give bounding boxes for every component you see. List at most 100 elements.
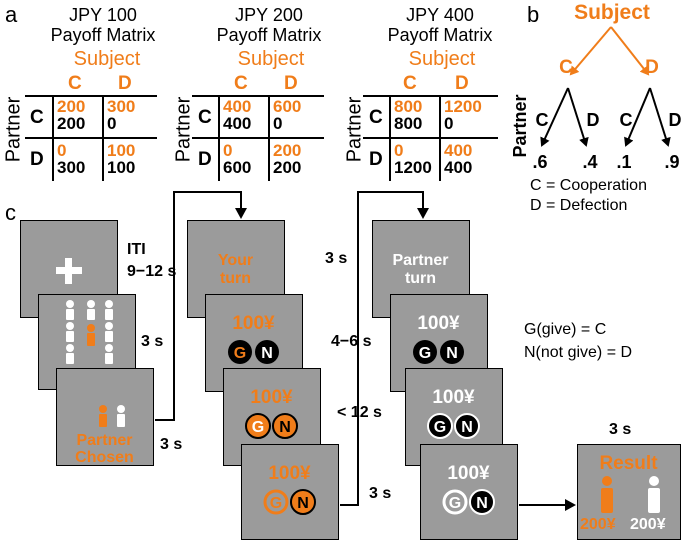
matrix-title-line1: JPY 200 <box>235 5 303 25</box>
payoff-matrix-400: JPY 400 Payoff Matrix Subject C D Partne… <box>343 0 523 190</box>
matrix-line-mid <box>192 137 324 139</box>
connector-to-partner-turn <box>340 191 429 506</box>
matrix-line-mid <box>363 137 498 139</box>
matrix-title-line2: Payoff Matrix <box>50 25 156 45</box>
duration-confirm: 3 s <box>369 485 392 502</box>
gn-buttons: G N <box>442 489 495 515</box>
g-icon: G <box>270 495 282 512</box>
duration-your-turn: 3 s <box>325 250 348 267</box>
result-partner-amount: 200¥ <box>630 516 666 533</box>
payoff-matrix-100: JPY 100 Payoff Matrix Subject C D Partne… <box>0 0 170 190</box>
offer-amount: 100¥ <box>432 387 475 408</box>
panel-label-a: a <box>5 2 18 27</box>
partner-turn-text: Partner turn <box>392 252 449 287</box>
screen-partner-confirm: 100¥ G N <box>420 444 518 540</box>
offer-amount: 100¥ <box>250 387 293 408</box>
panel-label-b: b <box>527 2 540 27</box>
result-figures <box>601 476 660 513</box>
decision-tree: Subject C D Partner C D C D .6 .4 .1 .9 <box>510 1 682 172</box>
gn-buttons: G N <box>228 340 279 364</box>
tree-leaf-d: D <box>669 110 682 130</box>
matrix-row-c: C <box>30 107 44 128</box>
matrix-row-c: C <box>369 107 383 128</box>
gn-buttons: G N <box>427 413 480 439</box>
legend-defection: D = Defection <box>530 197 628 214</box>
g-icon: G <box>252 419 264 436</box>
screen-partner-chosen: Partner Chosen <box>56 368 154 466</box>
offer-amount: 100¥ <box>268 463 311 484</box>
tree-leaf-d: D <box>587 110 600 130</box>
give-definition: G(give) = C <box>524 321 607 338</box>
n-icon: N <box>461 419 473 436</box>
duration-partner-chosen: 3 s <box>160 436 183 453</box>
matrix-title-line2: Payoff Matrix <box>387 25 493 45</box>
iti-duration: 9−12 s <box>127 263 177 280</box>
offer-amount: 100¥ <box>447 463 490 484</box>
tree-node-c: C <box>559 57 573 78</box>
matrix-col-c: C <box>403 73 417 94</box>
n-icon: N <box>297 495 309 512</box>
tree-branch-d <box>610 26 650 76</box>
chosen-pair-icons <box>99 405 125 427</box>
n-icon: N <box>261 345 273 362</box>
matrix-col-d: D <box>118 73 132 94</box>
n-icon: N <box>446 345 458 362</box>
matrix-subject-label: Subject <box>408 48 476 70</box>
tree-prob-2: .4 <box>582 152 597 172</box>
tree-edge-dc <box>624 87 651 147</box>
tree-edge-cc <box>540 87 569 147</box>
offer-amount: 100¥ <box>417 313 460 334</box>
matrix-col-d: D <box>284 73 298 94</box>
matrix-row-d: D <box>198 149 212 170</box>
tree-prob-3: .1 <box>616 152 631 172</box>
tree-node-d: D <box>645 57 659 78</box>
matrix-line-mid <box>25 137 157 139</box>
payoff-matrix-200: JPY 200 Payoff Matrix Subject C D Partne… <box>172 0 342 190</box>
matrix-row-d: D <box>369 149 383 170</box>
duration-result: 3 s <box>609 421 632 438</box>
gn-buttons: G N <box>413 340 464 364</box>
g-icon: G <box>434 419 446 436</box>
screen-result: Result 200¥ 200¥ <box>577 444 681 540</box>
your-turn-text: Your turn <box>217 252 254 287</box>
notgive-definition: N(not give) = D <box>524 344 633 361</box>
tree-edge-dd <box>649 87 671 147</box>
matrix-line-left <box>389 95 391 181</box>
matrix-subject-label: Subject <box>73 48 141 70</box>
offer-amount: 100¥ <box>232 313 275 334</box>
gn-buttons: G N <box>245 413 298 439</box>
screen-subject-confirm: 100¥ G N <box>241 444 339 540</box>
partner-pool-icons <box>66 300 113 364</box>
connector-to-your-turn <box>155 191 247 421</box>
matrix-col-c: C <box>68 73 82 94</box>
tree-leaf-c: C <box>620 110 633 130</box>
gn-buttons: G N <box>263 489 316 515</box>
duration-partner-pool: 3 s <box>141 333 164 350</box>
matrix-line-center <box>439 95 441 181</box>
tree-prob-4: .9 <box>664 152 679 172</box>
partner-chosen-text: Partner Chosen <box>75 432 134 466</box>
n-icon: N <box>279 419 291 436</box>
tree-subject-label: Subject <box>574 1 650 24</box>
matrix-title-line1: JPY 100 <box>69 5 137 25</box>
matrix-title-line1: JPY 400 <box>406 5 474 25</box>
tree-leaf-c: C <box>536 110 549 130</box>
result-subject-amount: 200¥ <box>580 516 616 533</box>
matrix-row-c: C <box>198 107 212 128</box>
matrix-line-top <box>363 95 498 97</box>
g-icon: G <box>234 345 246 362</box>
matrix-title: JPY 200 Payoff Matrix <box>204 5 334 45</box>
matrix-col-d: D <box>455 73 469 94</box>
g-icon: G <box>419 345 431 362</box>
